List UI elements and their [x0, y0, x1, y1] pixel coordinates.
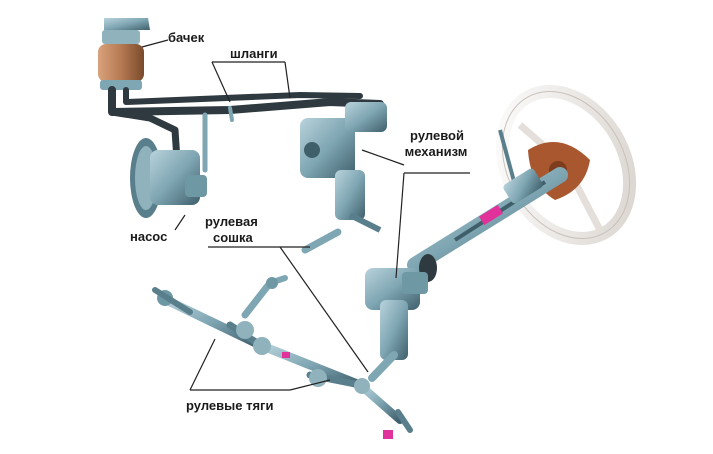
steering-gear-label-line2: механизм	[404, 144, 468, 159]
reservoir-tank	[98, 18, 150, 90]
pump-label: насос	[130, 229, 168, 244]
pitman-arm-label-line2: сошка	[213, 230, 253, 245]
hoses-label: шланги	[230, 46, 278, 61]
tie-rod-linkage	[152, 275, 413, 439]
tie-rods-label: рулевые тяги	[186, 398, 274, 413]
steering-gear-lower	[365, 268, 428, 382]
hoses	[108, 86, 384, 179]
pump	[130, 138, 207, 218]
steering-wheel	[495, 84, 637, 246]
steering-gear-upper	[300, 102, 387, 254]
steering-gear-label-line1: рулевой	[410, 128, 464, 143]
steering-column	[407, 167, 568, 282]
leader-lines	[141, 39, 470, 391]
pitman-arm-label-line1: рулевая	[205, 214, 258, 229]
tank-label: бачек	[168, 30, 205, 45]
